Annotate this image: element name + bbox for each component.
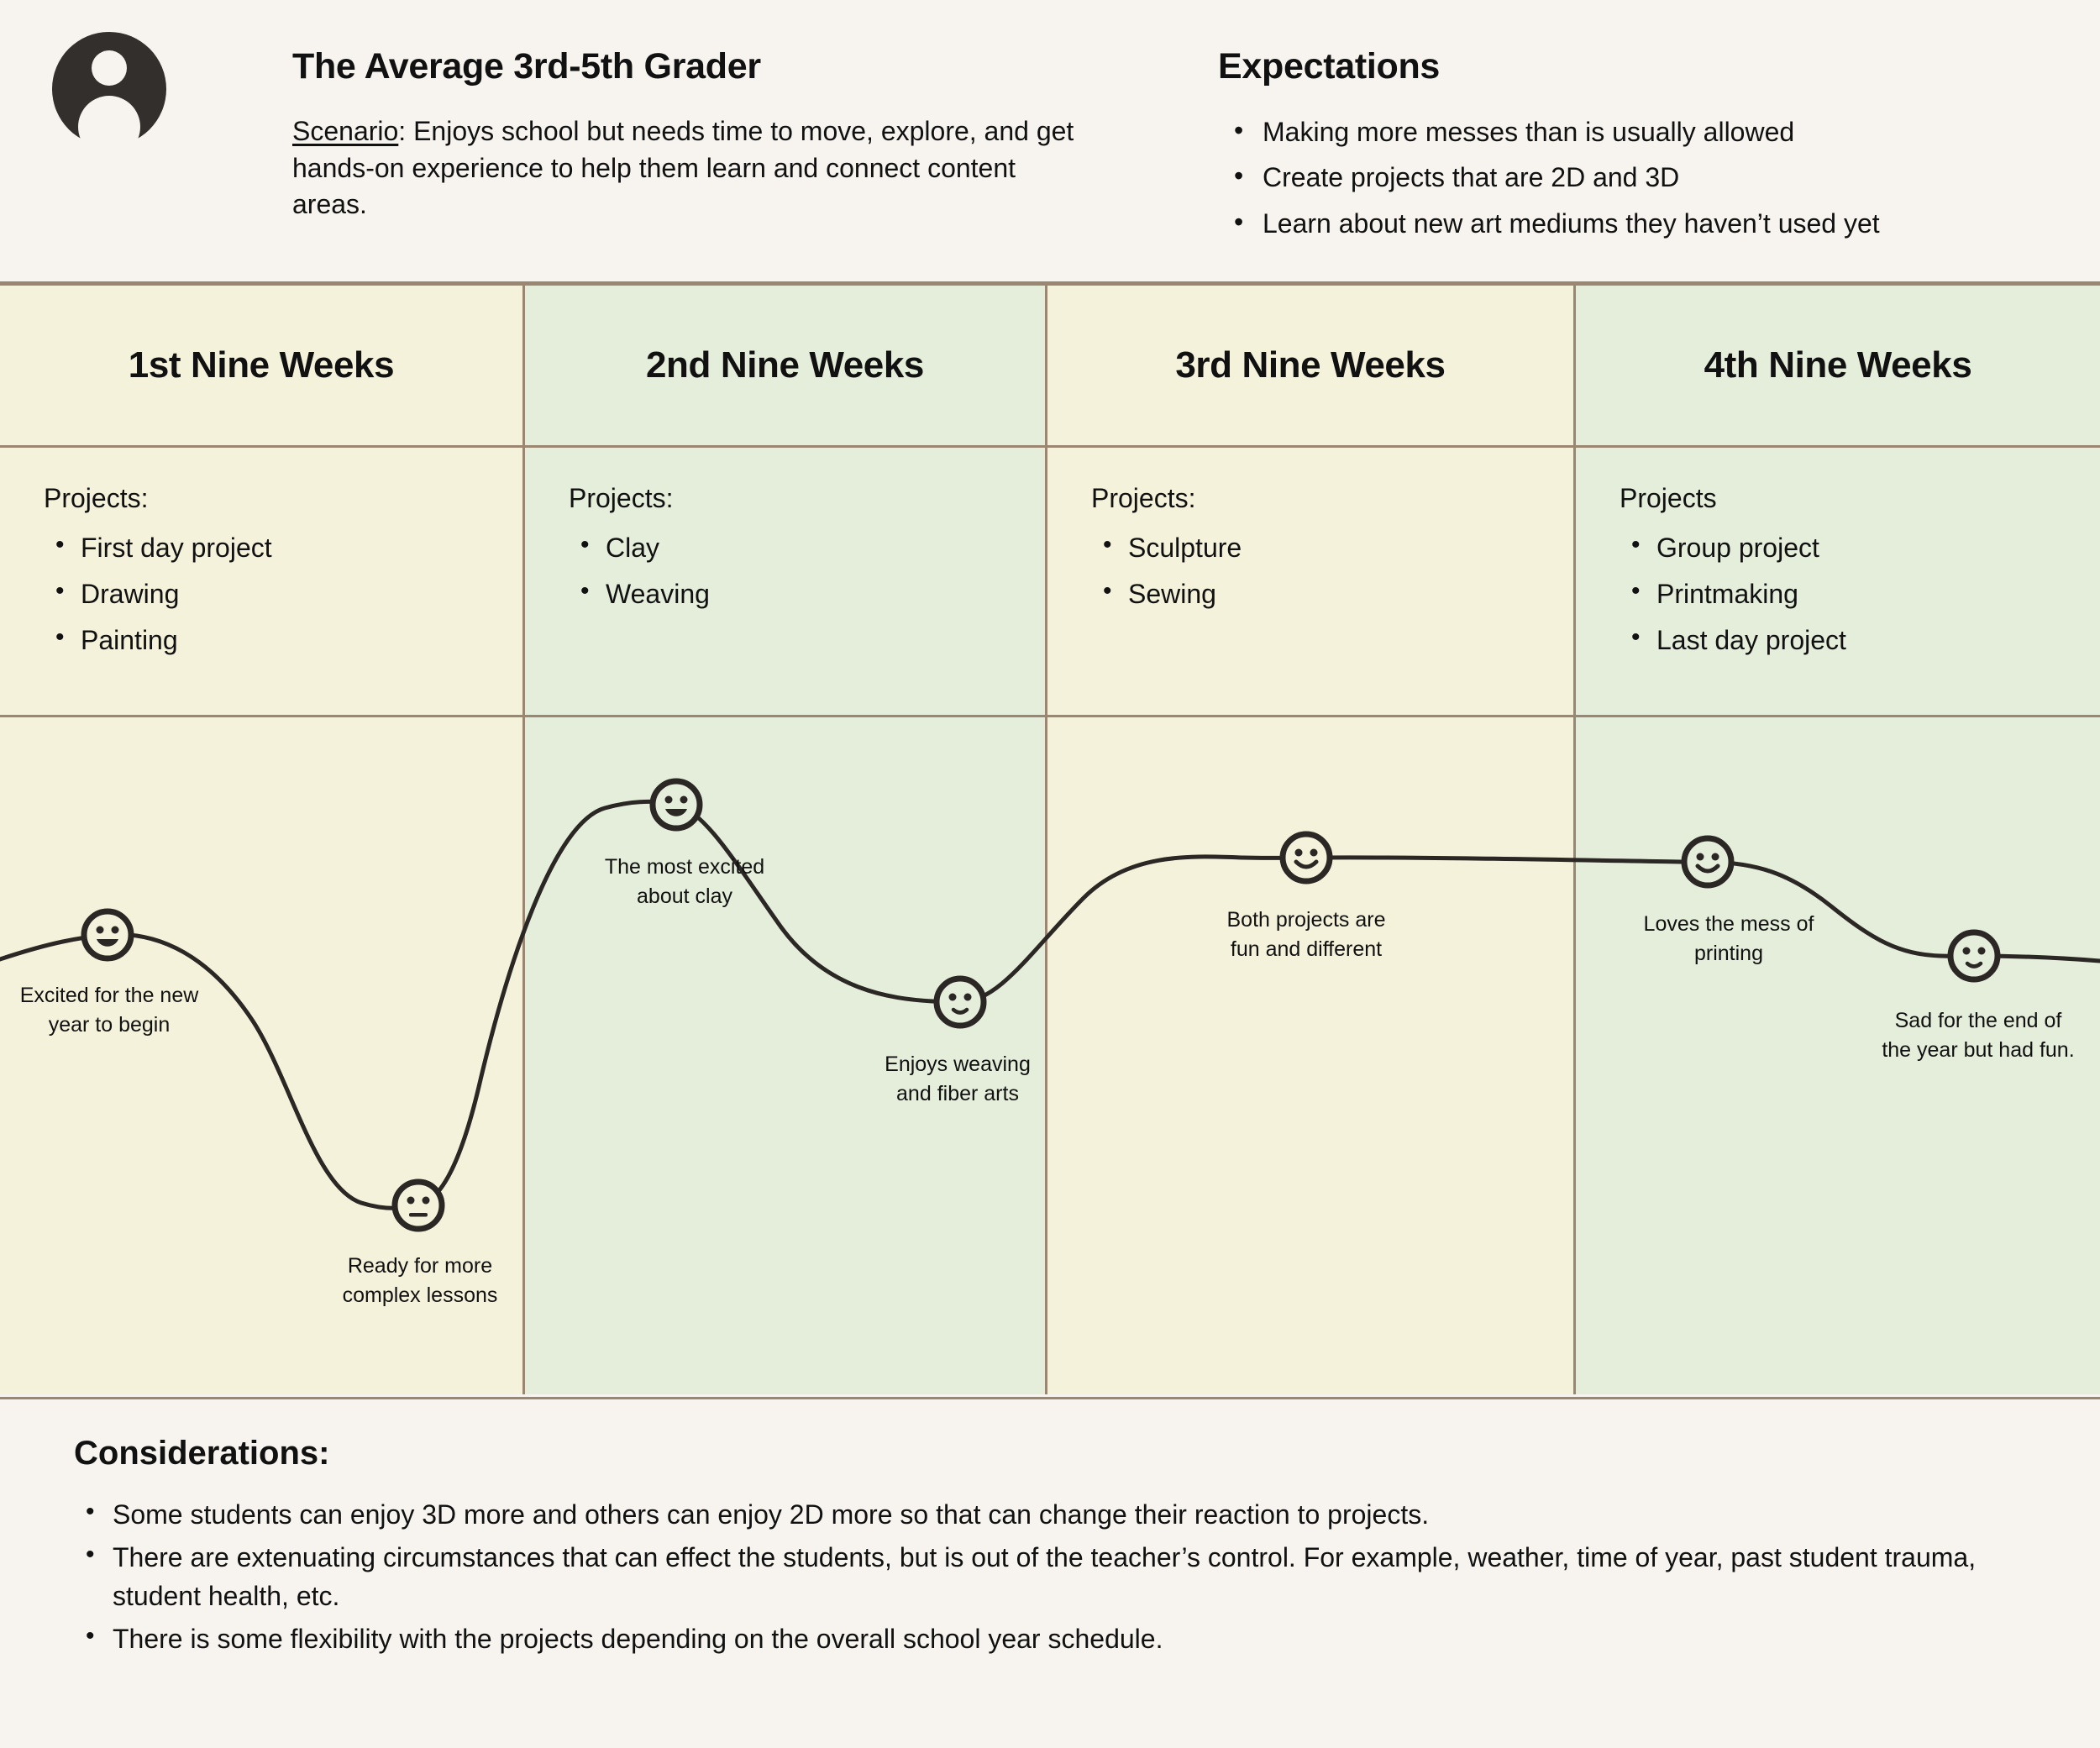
projects-list: Clay Weaving (569, 523, 710, 617)
list-item: Group project (1620, 523, 1846, 571)
list-item: Clay (569, 523, 710, 571)
projects-list: Group project Printmaking Last day proje… (1620, 523, 1846, 664)
scenario-text: Scenario: Enjoys school but needs time t… (292, 113, 1082, 223)
avatar-body-shape (78, 96, 140, 158)
column-title: 3rd Nine Weeks (1175, 344, 1446, 386)
column-projects-1: Projects: First day project Drawing Pain… (0, 448, 522, 715)
column-projects-3: Projects: Sculpture Sewing (1047, 448, 1573, 715)
considerations-title: Considerations: (74, 1435, 330, 1472)
column-projects-4: Projects Group project Printmaking Last … (1576, 448, 2100, 715)
projects-label: Projects: (44, 483, 149, 513)
list-item: Last day project (1620, 616, 1846, 664)
considerations-list: Some students can enjoy 3D more and othe… (77, 1494, 2034, 1664)
list-item: First day project (44, 523, 272, 571)
journey-caption-3: The most excited about clay (604, 855, 765, 908)
projects-label: Projects (1620, 483, 1717, 513)
slight-smile-face-icon (933, 975, 987, 1029)
avatar-head-shape (92, 50, 127, 86)
column-header-2: 2nd Nine Weeks (525, 286, 1045, 445)
column-divider-1 (522, 286, 525, 1394)
list-item: Sewing (1091, 570, 1242, 617)
persona-header: The Average 3rd-5th Grader Scenario: Enj… (0, 0, 2100, 286)
user-avatar-icon (52, 32, 166, 158)
journey-caption-1: Excited for the new year to begin (19, 984, 199, 1037)
journey-caption-7: Sad for the end of the year but had fun. (1882, 1009, 2075, 1062)
column-divider-3 (1573, 286, 1576, 1394)
column-projects-2: Projects: Clay Weaving (525, 448, 1045, 715)
column-journey-3 (1047, 717, 1573, 1394)
list-item: Printmaking (1620, 570, 1846, 617)
list-item: Some students can enjoy 3D more and othe… (77, 1494, 2034, 1534)
smile-face-icon (1279, 831, 1333, 884)
column-title: 4th Nine Weeks (1704, 344, 1972, 386)
row-divider-title (0, 445, 2100, 448)
expectations-list: Making more messes than is usually allow… (1222, 108, 2071, 246)
list-item: Painting (44, 616, 272, 664)
column-divider-2 (1045, 286, 1047, 1394)
journey-caption-6: Loves the mess of printing (1643, 912, 1814, 965)
very-happy-face-icon (649, 778, 703, 832)
row-divider-projects (0, 715, 2100, 717)
column-title: 1st Nine Weeks (128, 344, 395, 386)
list-item: Making more messes than is usually allow… (1222, 108, 2071, 155)
page-title: The Average 3rd-5th Grader (292, 46, 761, 87)
journey-caption-5: Both projects are fun and different (1226, 908, 1386, 961)
journey-caption-2: Ready for more complex lessons (342, 1254, 498, 1307)
column-header-3: 3rd Nine Weeks (1047, 286, 1573, 445)
expectations-title: Expectations (1218, 46, 1441, 87)
scenario-body: : Enjoys school but needs time to move, … (292, 116, 1074, 220)
happy-face-icon (81, 908, 134, 962)
list-item: There are extenuating circumstances that… (77, 1537, 2034, 1615)
projects-label: Projects: (569, 483, 674, 513)
considerations-panel: Considerations: Some students can enjoy … (0, 1397, 2100, 1748)
projects-list: Sculpture Sewing (1091, 523, 1242, 617)
list-item: Drawing (44, 570, 272, 617)
journey-caption-4: Enjoys weaving and fiber arts (885, 1052, 1031, 1105)
scenario-label: Scenario (292, 116, 399, 146)
slight-smile-face-icon (1947, 929, 2001, 983)
list-item: Create projects that are 2D and 3D (1222, 153, 2071, 200)
column-header-1: 1st Nine Weeks (0, 286, 522, 445)
list-item: There is some flexibility with the proje… (77, 1619, 2034, 1658)
list-item: Sculpture (1091, 523, 1242, 571)
list-item: Weaving (569, 570, 710, 617)
column-title: 2nd Nine Weeks (645, 344, 925, 386)
smile-face-icon (1681, 835, 1735, 889)
projects-label: Projects: (1091, 483, 1196, 513)
neutral-face-icon (391, 1178, 445, 1232)
projects-list: First day project Drawing Painting (44, 523, 272, 664)
column-header-4: 4th Nine Weeks (1576, 286, 2100, 445)
list-item: Learn about new art mediums they haven’t… (1222, 199, 2071, 246)
